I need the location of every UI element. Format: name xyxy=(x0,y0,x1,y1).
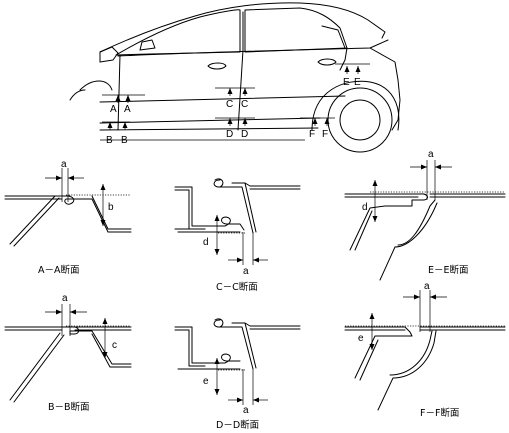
section-f-f: a e F－F断面 xyxy=(344,281,506,419)
car-side-view: A A B B C C D D E E F F xyxy=(69,2,401,153)
mark-c1: C xyxy=(226,99,233,110)
mark-e1: E xyxy=(343,77,350,88)
section-e-e: a d E－E断面 xyxy=(344,149,506,281)
section-c-c: d a C－C断面 xyxy=(174,178,301,293)
caption-a-a: A－A断面 xyxy=(38,264,80,276)
caption-f-f: F－F断面 xyxy=(420,407,459,419)
dim-b: b xyxy=(108,202,114,213)
mark-f2: F xyxy=(322,129,328,140)
mark-d2: D xyxy=(241,129,248,140)
mark-b2: B xyxy=(121,135,128,146)
mark-a1: A xyxy=(110,104,117,115)
mark-d1: D xyxy=(226,129,233,140)
dim-e: e xyxy=(203,376,209,387)
mark-b1: B xyxy=(106,135,113,146)
dim-a: a xyxy=(243,266,249,277)
mark-f1: F xyxy=(309,129,315,140)
mark-a2: A xyxy=(124,104,131,115)
dim-a: a xyxy=(62,293,68,304)
dim-d: d xyxy=(203,237,209,248)
mark-c2: C xyxy=(241,99,248,110)
caption-d-d: D－D断面 xyxy=(216,419,259,431)
dim-a: a xyxy=(428,149,434,160)
caption-c-c: C－C断面 xyxy=(216,281,258,293)
caption-b-b: B－B断面 xyxy=(48,401,90,413)
section-a-a: a b A－A断面 xyxy=(4,159,132,276)
caption-e-e: E－E断面 xyxy=(428,264,469,276)
section-b-b: a c B－B断面 xyxy=(4,293,132,413)
section-d-d: e a D－D断面 xyxy=(174,318,301,431)
dim-e: e xyxy=(358,333,364,344)
dim-a: a xyxy=(243,405,249,416)
dim-d: d xyxy=(362,202,368,213)
dim-a: a xyxy=(424,281,430,292)
dim-a: a xyxy=(61,159,67,170)
mark-e2: E xyxy=(354,77,361,88)
dim-c: c xyxy=(112,340,117,351)
